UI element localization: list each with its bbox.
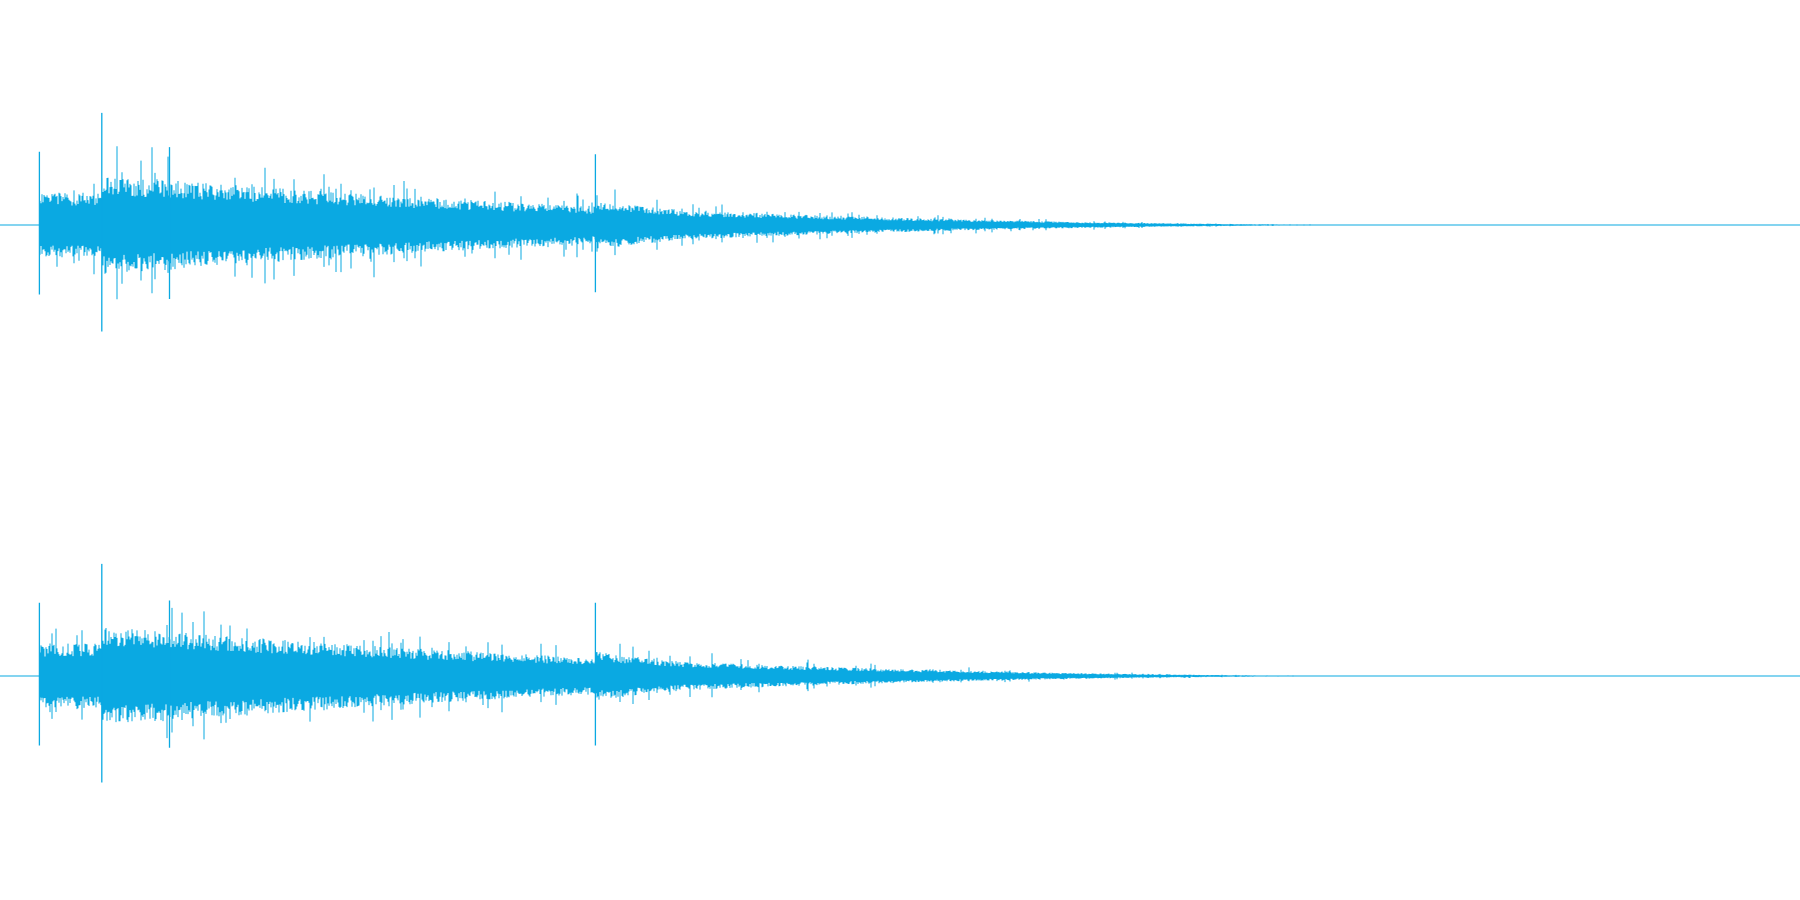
- channel-2-waveform: [0, 563, 1800, 783]
- waveform-body: [39, 146, 1337, 300]
- waveform-body: [39, 607, 1313, 740]
- channel-1-waveform: [0, 112, 1800, 332]
